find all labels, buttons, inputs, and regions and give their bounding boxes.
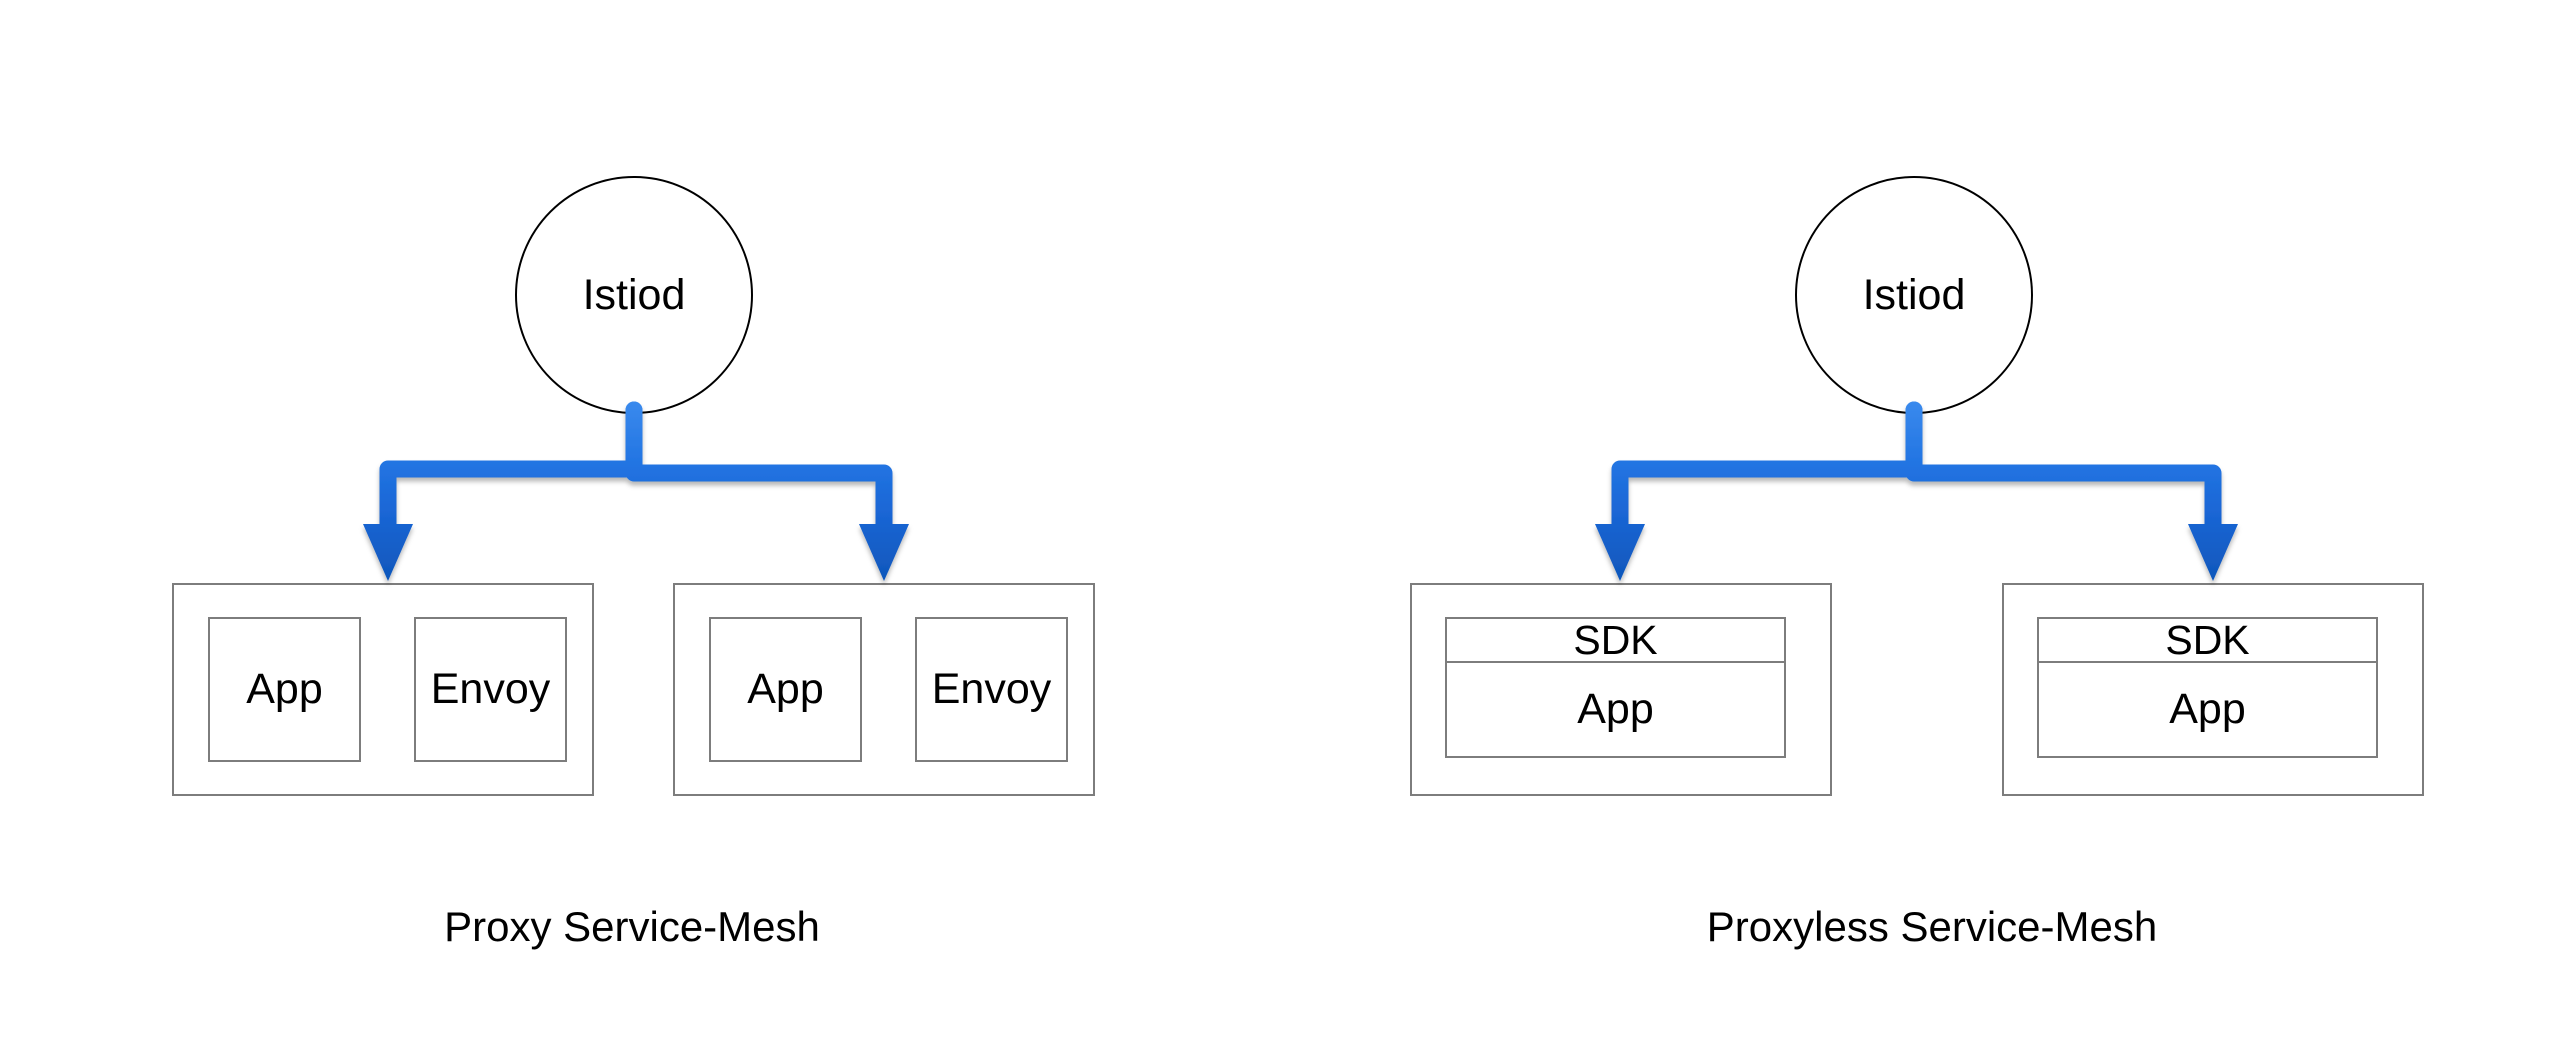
- connector-branch-right: [1905, 401, 2222, 533]
- connector-proxy-mesh: [363, 401, 909, 581]
- caption-proxy-mesh: Proxy Service-Mesh: [444, 903, 820, 950]
- pod: App Envoy: [172, 583, 594, 796]
- connector-branch-left: [379, 401, 643, 533]
- arrowhead-down-icon: [859, 524, 909, 581]
- control-plane-label: Istiod: [582, 270, 686, 319]
- layer-label: SDK: [2165, 616, 2250, 663]
- component-label: App: [747, 665, 824, 713]
- layer-app: App: [1445, 661, 1786, 758]
- connector-proxyless-mesh: [1595, 401, 2238, 581]
- pod: App Envoy: [673, 583, 1095, 796]
- control-plane-node: Istiod: [515, 176, 753, 414]
- component-label: Envoy: [931, 665, 1052, 713]
- layer-label: App: [1577, 685, 1654, 733]
- arrowhead-down-icon: [363, 524, 413, 581]
- component-app: App: [709, 617, 862, 762]
- connector-branch-left: [1611, 401, 1923, 533]
- layer-app: App: [2037, 661, 2378, 758]
- control-plane-node: Istiod: [1795, 176, 2033, 414]
- arrowhead-down-icon: [1595, 524, 1645, 581]
- component-envoy: Envoy: [915, 617, 1068, 762]
- component-envoy: Envoy: [414, 617, 567, 762]
- layer-sdk: SDK: [2037, 617, 2378, 663]
- layer-label: SDK: [1573, 616, 1658, 663]
- arrowhead-down-icon: [2188, 524, 2238, 581]
- caption-proxyless-mesh: Proxyless Service-Mesh: [1706, 903, 2158, 950]
- component-label: App: [246, 665, 323, 713]
- connector-branch-right: [625, 401, 893, 533]
- control-plane-label: Istiod: [1862, 270, 1966, 319]
- component-app: App: [208, 617, 361, 762]
- pod: SDK App: [1410, 583, 1832, 796]
- layer-label: App: [2169, 685, 2246, 733]
- component-label: Envoy: [430, 665, 551, 713]
- pod: SDK App: [2002, 583, 2424, 796]
- layer-sdk: SDK: [1445, 617, 1786, 663]
